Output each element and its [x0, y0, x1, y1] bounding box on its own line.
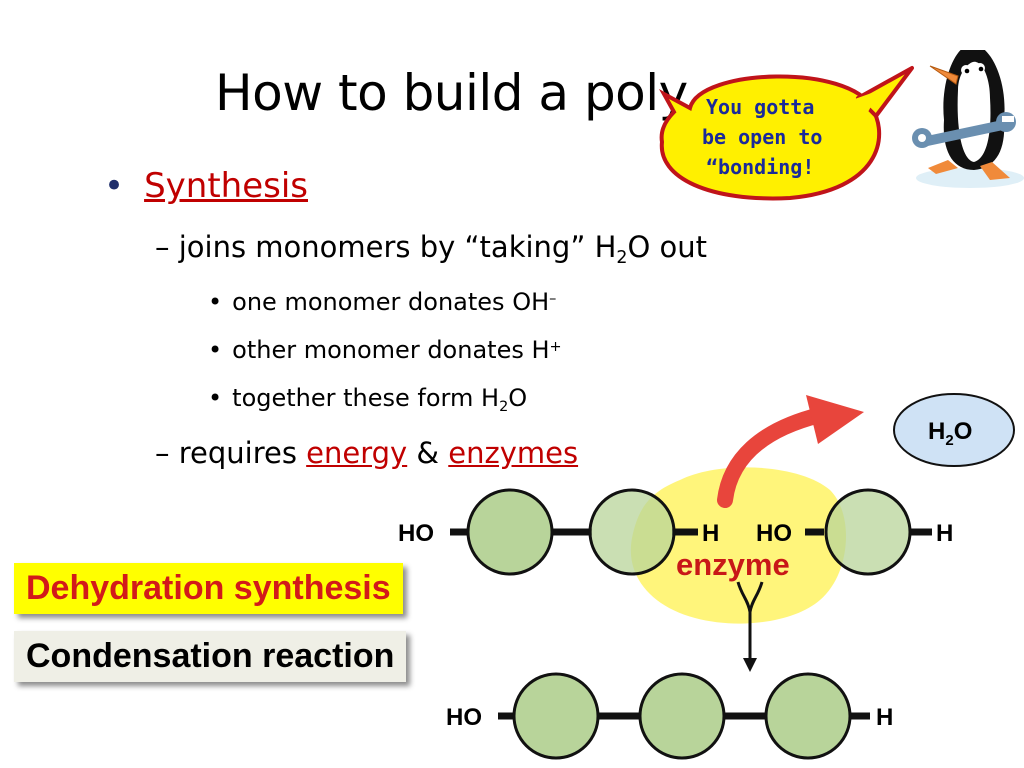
- bullet-dot: •: [104, 166, 125, 206]
- slide-title: How to build a poly: [215, 64, 688, 122]
- reaction-arrow: [717, 407, 828, 508]
- monomer-circle: [512, 672, 600, 760]
- subbullet-oh: •one monomer donates OH–: [208, 288, 557, 316]
- requires-line: – requires energy & enzymes: [155, 436, 579, 470]
- monomer-circle: [764, 672, 852, 760]
- energy-term: energy: [306, 436, 408, 470]
- reaction-arrow-head: [806, 395, 864, 444]
- water-label: H2O: [928, 418, 972, 449]
- wrench-icon: [912, 112, 1016, 148]
- monomer-circle: [824, 488, 912, 576]
- speech-bubble-group: You gotta be open to “bonding!: [658, 50, 1024, 201]
- label-h-right: H: [936, 520, 953, 547]
- label-ho-mid: HO: [756, 520, 792, 547]
- bullet-synthesis: • Synthesis: [104, 166, 308, 206]
- condensation-reaction-label: Condensation reaction: [14, 631, 407, 682]
- enzyme-blob: [630, 467, 847, 624]
- label-h-bottom: H: [876, 704, 893, 731]
- reaction-diagram: HO H HO H enzyme H2O HO H: [398, 393, 1015, 760]
- bubble-line-2: be open to: [702, 125, 822, 149]
- bubble-line-1: You gotta: [706, 95, 814, 119]
- enzyme-label: enzyme: [676, 547, 790, 582]
- enzymes-term: enzymes: [448, 436, 579, 470]
- penguin-mascot: [916, 50, 1024, 188]
- monomer-circle: [638, 672, 726, 760]
- label-h-mid: H: [702, 520, 719, 547]
- joins-line: – joins monomers by “taking” H2O out: [155, 230, 708, 269]
- subbullet-h: •other monomer donates H+: [208, 336, 562, 364]
- synthesis-term: Synthesis: [144, 166, 308, 206]
- speech-bubble: [658, 74, 882, 201]
- monomer-circle: [466, 488, 554, 576]
- dehydration-synthesis-label: Dehydration synthesis: [14, 563, 403, 614]
- monomer-circle: [588, 488, 676, 576]
- subbullet-h2o: •together these form H2O: [208, 384, 528, 416]
- water-molecule: [893, 393, 1015, 467]
- label-ho-left: HO: [398, 520, 434, 547]
- bubble-line-3: “bonding!: [706, 155, 814, 179]
- label-ho-bottom: HO: [446, 704, 482, 731]
